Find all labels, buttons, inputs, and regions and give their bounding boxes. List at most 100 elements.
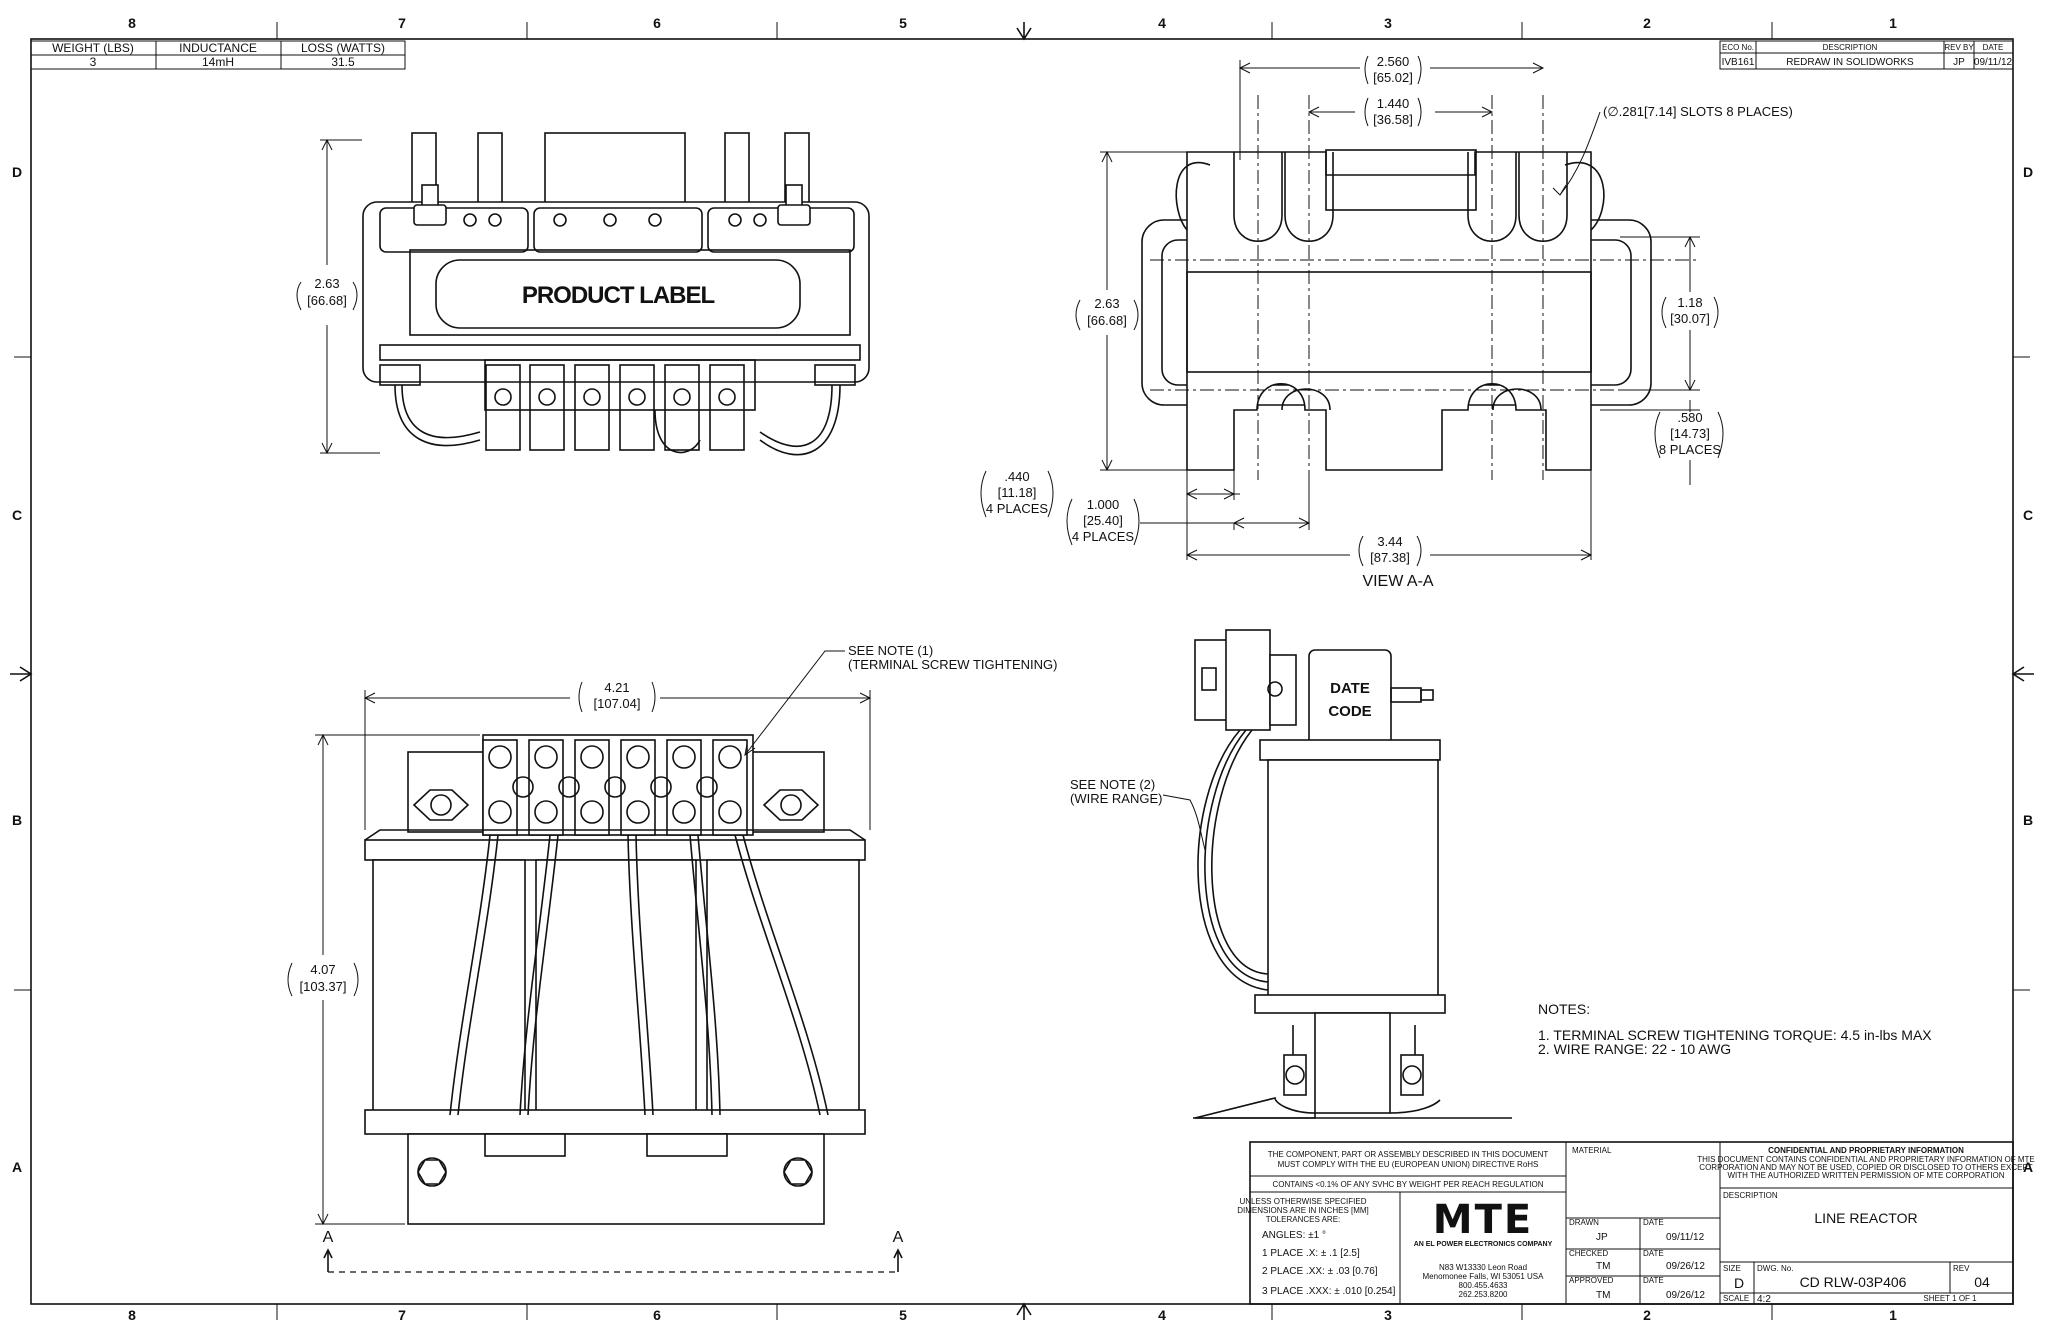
- rev-date: 09/11/12: [1974, 57, 2013, 68]
- zone-row-right: B: [2023, 812, 2033, 828]
- revision-table: ECO No. DESCRIPTION REV BY DATE IVB161 R…: [1719, 40, 2014, 70]
- mte-logo-tagline: AN EL POWER ELECTRONICS COMPANY: [1414, 1241, 1553, 1248]
- drawing-border: [30, 38, 2014, 1305]
- date-code-line2: CODE: [1328, 703, 1371, 720]
- confidential-line2: CORPORATION AND MAY NOT BE USED, COPIED …: [1699, 1163, 2033, 1172]
- zone-row-right: C: [2023, 507, 2033, 523]
- checked-date: 09/26/12: [1666, 1261, 1705, 1272]
- elev-height-in: 4.07: [310, 962, 335, 977]
- tolerance-1place: 1 PLACE .X: ± .1 [2.5]: [1262, 1248, 1360, 1259]
- sheet-number: SHEET 1 OF 1: [1923, 1294, 1977, 1303]
- view-aa-title: VIEW A-A: [1362, 573, 1433, 590]
- rev-header: ECO No.: [1722, 43, 1754, 52]
- confidential-title: CONFIDENTIAL AND PROPRIETARY INFORMATION: [1768, 1146, 1964, 1155]
- checked-by: TM: [1596, 1261, 1610, 1272]
- rev-by: JP: [1953, 57, 1965, 68]
- tolerance-2place: 2 PLACE .XX: ± .03 [0.76]: [1262, 1266, 1378, 1277]
- note2-callout: SEE NOTE (2): [1070, 777, 1155, 792]
- rev-header: REV BY: [1944, 43, 1974, 52]
- spec-value-weight: 3: [90, 55, 97, 69]
- zone-col-top: 1: [1889, 15, 1897, 31]
- compliance-line1: THE COMPONENT, PART OR ASSEMBLY DESCRIBE…: [1268, 1150, 1549, 1159]
- zone-ticks: [14, 22, 2030, 1320]
- spec-value-inductance: 14mH: [202, 55, 234, 69]
- zone-col-bottom: 3: [1384, 1307, 1392, 1323]
- aa-b-in: 1.000: [1087, 497, 1120, 512]
- aa-slots-callout: (∅.281[7.14] SLOTS 8 PLACES): [1603, 104, 1793, 119]
- aa-a-places: 4 PLACES: [986, 501, 1048, 516]
- notes: NOTES: 1. TERMINAL SCREW TIGHTENING TORQ…: [1538, 1001, 1932, 1057]
- tolerance-angles: ANGLES: ±1 °: [1262, 1230, 1326, 1241]
- spec-header: WEIGHT (LBS): [52, 41, 134, 55]
- section-mark-a-right: A: [893, 1229, 904, 1246]
- aa-slot-mm: [14.73]: [1670, 426, 1710, 441]
- elev-width-in: 4.21: [604, 680, 629, 695]
- drawn-date-label: DATE: [1643, 1218, 1664, 1227]
- aa-height-mm: [66.68]: [1087, 313, 1127, 328]
- aa-b-places: 4 PLACES: [1072, 529, 1134, 544]
- zone-row-right: A: [2023, 1159, 2033, 1175]
- spec-header: LOSS (WATTS): [301, 41, 385, 55]
- note-item-2: 2. WIRE RANGE: 22 - 10 AWG: [1538, 1041, 1731, 1057]
- aa-a-mm: [11.18]: [998, 485, 1037, 500]
- mte-logo: MTE: [1433, 1197, 1533, 1243]
- aa-width-mm: [87.38]: [1370, 550, 1410, 565]
- spec-header: INDUCTANCE: [179, 41, 257, 55]
- rev-header: DATE: [1983, 43, 2004, 52]
- description-label: DESCRIPTION: [1723, 1191, 1778, 1200]
- section-mark-a-left: A: [323, 1229, 334, 1246]
- drawn-label: DRAWN: [1569, 1218, 1599, 1227]
- title-block: THE COMPONENT, PART OR ASSEMBLY DESCRIBE…: [1237, 1141, 2035, 1305]
- product-label-text: PRODUCT LABEL: [522, 282, 715, 309]
- drawn-by: JP: [1596, 1232, 1608, 1243]
- front-view: PRODUCT LABEL 2.63 [66.68]: [296, 132, 870, 456]
- elev-width-mm: [107.04]: [594, 696, 641, 711]
- aa-height-in: 2.63: [1094, 296, 1119, 311]
- elevation-view: 4.21 [107.04] 4.07 [103.37] SEE NOTE (1)…: [287, 643, 1057, 1273]
- approved-by: TM: [1596, 1290, 1610, 1301]
- zone-col-top: 4: [1158, 15, 1166, 31]
- approved-date-label: DATE: [1643, 1276, 1664, 1285]
- checked-label: CHECKED: [1569, 1249, 1608, 1258]
- drawing-number: CD RLW-03P406: [1800, 1274, 1907, 1290]
- drawing-description: LINE REACTOR: [1814, 1210, 1917, 1226]
- sheet-size: D: [1734, 1275, 1744, 1291]
- notes-title: NOTES:: [1538, 1001, 1590, 1017]
- scale-label: SCALE: [1723, 1294, 1749, 1303]
- zone-row-right: D: [2023, 164, 2033, 180]
- address-line4: 262.253.8200: [1459, 1290, 1508, 1299]
- zone-col-top: 6: [653, 15, 661, 31]
- aa-w2-mm: [36.58]: [1373, 112, 1413, 127]
- aa-width-in: 3.44: [1377, 534, 1402, 549]
- note1-callout: SEE NOTE (1): [848, 643, 933, 658]
- scale-value: 4:2: [1757, 1294, 1771, 1305]
- zone-row-left: D: [12, 164, 22, 180]
- aa-w2-in: 1.440: [1377, 96, 1410, 111]
- address-line3: 800.455.4633: [1459, 1281, 1508, 1290]
- compliance-line2: MUST COMPLY WITH THE EU (EUROPEAN UNION)…: [1278, 1160, 1539, 1169]
- note-item-1: 1. TERMINAL SCREW TIGHTENING TORQUE: 4.5…: [1538, 1027, 1932, 1043]
- revision-number: 04: [1974, 1274, 1990, 1290]
- zone-col-bottom: 8: [128, 1307, 136, 1323]
- aa-slot-places: 8 PLACES: [1659, 442, 1721, 457]
- reach-statement: CONTAINS <0.1% OF ANY SVHC BY WEIGHT PER…: [1272, 1180, 1543, 1189]
- zone-col-top: 3: [1384, 15, 1392, 31]
- rev-label: REV: [1953, 1264, 1970, 1273]
- tolerance-3place: 3 PLACE .XXX: ± .010 [0.254]: [1262, 1286, 1396, 1297]
- note2-callout-sub: (WIRE RANGE): [1070, 791, 1162, 806]
- material-label: MATERIAL: [1572, 1146, 1612, 1155]
- address-line1: N83 W13330 Leon Road: [1439, 1263, 1527, 1272]
- address-line2: Menomonee Falls, WI 53051 USA: [1423, 1272, 1545, 1281]
- aa-center-mm: [30.07]: [1670, 311, 1710, 326]
- zone-row-left: B: [12, 812, 22, 828]
- elev-height-mm: [103.37]: [300, 979, 347, 994]
- zone-col-top: 8: [128, 15, 136, 31]
- rev-header: DESCRIPTION: [1823, 43, 1878, 52]
- zone-col-bottom: 2: [1643, 1307, 1651, 1323]
- tolerance-line3: TOLERANCES ARE:: [1266, 1215, 1341, 1224]
- zone-row-left: C: [12, 507, 22, 523]
- note1-callout-sub: (TERMINAL SCREW TIGHTENING): [848, 657, 1057, 672]
- spec-value-loss: 31.5: [331, 55, 355, 69]
- zone-col-top: 7: [398, 15, 406, 31]
